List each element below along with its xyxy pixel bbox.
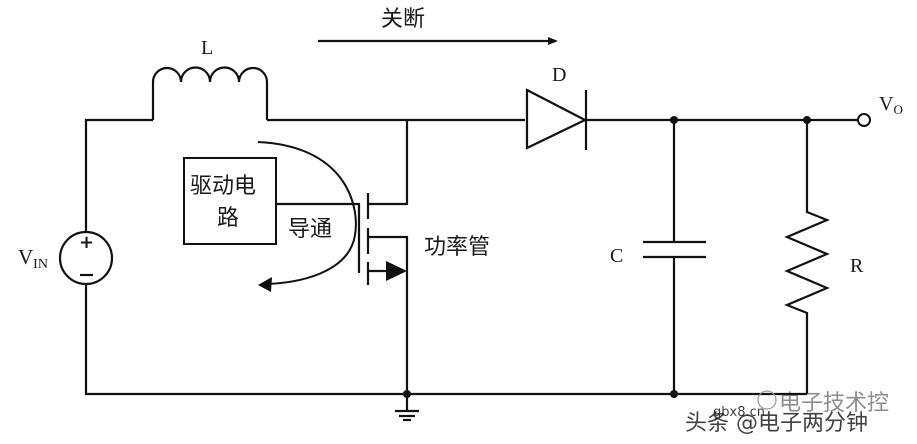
capacitor-label: C [610,245,623,267]
switch-label: 功率管 [424,235,490,260]
watermark-overlay: gbx8.cn [713,405,765,420]
junction-dot [670,390,678,398]
turn-off-arrow: 关断 [318,7,558,45]
ground-icon [395,394,419,422]
inductor: L [151,37,269,120]
power-mosfet: 功率管 [366,120,490,394]
inductor-label: L [201,37,213,59]
watermark: 电子技术控 头条 @电子两分钟 gbx8.cn [685,390,889,436]
input-wires [84,118,407,396]
resistor: R [784,120,864,394]
wechat-icon [757,390,777,410]
output-label: VO [879,93,903,117]
output-terminal[interactable] [857,113,871,127]
source-label: VIN [18,245,48,272]
voltage-source: + VIN [18,230,114,286]
driver-label-2: 路 [217,206,239,231]
watermark-line2: 头条 @电子两分钟 [685,411,868,436]
capacitor: C [610,120,706,394]
resistor-label: R [850,255,864,277]
diode: D [525,64,674,150]
watermark-line1: 电子技术控 [779,391,889,416]
driver-label-1: 驱动电 [190,174,256,199]
driver-circuit: 驱动电 路 [183,157,361,273]
turn-on-label: 导通 [288,217,332,242]
plus-sign: + [79,232,94,253]
diode-label: D [552,64,566,86]
turn-off-label: 关断 [381,7,425,32]
turn-on-arrow: 导通 [257,141,357,292]
